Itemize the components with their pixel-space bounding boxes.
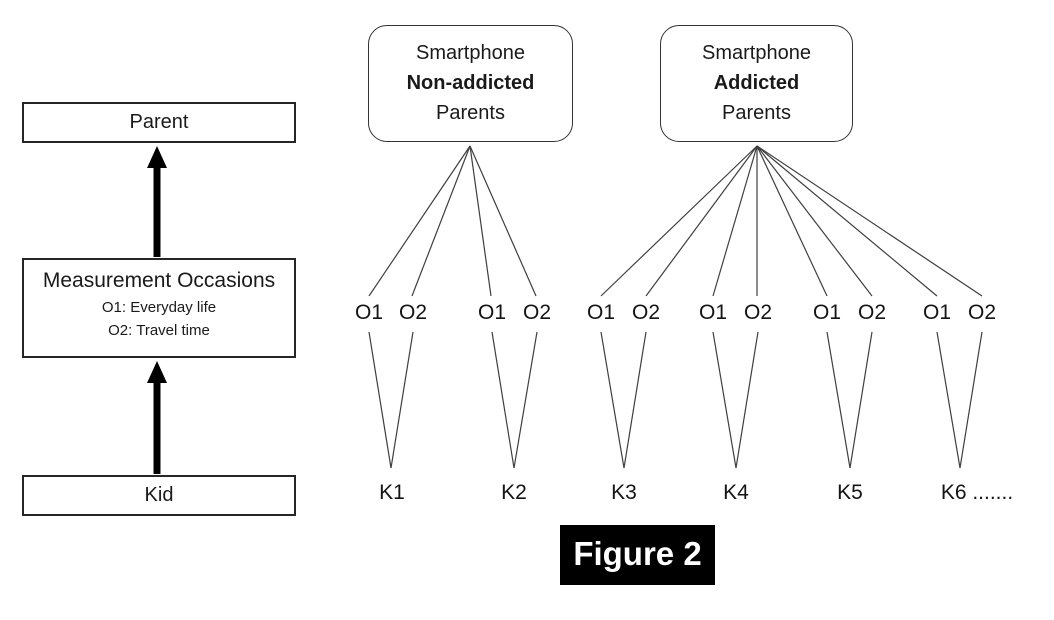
v-line-k2-o1 (491, 331, 515, 469)
kid-label-k1: K1 (379, 481, 405, 504)
non-addicted-line1: Smartphone (416, 42, 525, 64)
non-addicted-line3: Parents (436, 102, 505, 124)
v-line-k1-o1 (368, 331, 392, 469)
fan-line-group2-7 (756, 145, 938, 297)
occasion-label-k3-o2: O2 (631, 301, 661, 324)
kid-label-k6: K6 ....... (940, 481, 1014, 504)
fan-line-group2-3 (712, 145, 758, 297)
occasion-label-k4-o2: O2 (743, 301, 773, 324)
fan-line-group2-8 (756, 145, 983, 297)
fan-line-group2-6 (756, 145, 873, 297)
figure-caption: Figure 2 (560, 525, 715, 585)
addicted-line2: Addicted (713, 72, 800, 94)
v-line-k4-o1 (712, 331, 737, 469)
occasion-label-k1-o1: O1 (354, 301, 384, 324)
kid-label-k3: K3 (611, 481, 637, 504)
kid-label-k5: K5 (837, 481, 863, 504)
up-arrow-occasions-to-parent-head (147, 146, 167, 168)
fan-line-group2-1 (600, 145, 758, 297)
occasion-label-k2-o1: O1 (477, 301, 507, 324)
fan-line-group2-5 (756, 145, 828, 297)
v-line-k6-o1 (936, 331, 961, 469)
occasion-label-k5-o1: O1 (812, 301, 842, 324)
occasion-label-k6-o1: O1 (922, 301, 952, 324)
occasion-label-k1-o2: O2 (398, 301, 428, 324)
occasion-definition-o2: O2: Travel time (108, 322, 210, 339)
v-line-k3-o2 (623, 331, 647, 469)
v-line-k1-o2 (390, 331, 414, 469)
occasion-label-k3-o1: O1 (586, 301, 616, 324)
measurement-occasions-box: Measurement Occasions O1: Everyday life … (22, 258, 296, 358)
occasion-label-k4-o1: O1 (698, 301, 728, 324)
occasion-definition-o1: O1: Everyday life (101, 299, 217, 316)
addicted-parents-box: Smartphone Addicted Parents (660, 25, 853, 142)
v-line-k3-o1 (600, 331, 625, 469)
non-addicted-parents-box: Smartphone Non-addicted Parents (368, 25, 573, 142)
v-line-k5-o1 (826, 331, 851, 469)
v-line-k2-o2 (513, 331, 538, 469)
up-arrow-occasions-to-parent (147, 146, 167, 257)
addicted-line1: Smartphone (702, 42, 811, 64)
parent-box: Parent (22, 102, 296, 143)
kid-label-k4: K4 (723, 481, 749, 504)
kid-label-k2: K2 (501, 481, 527, 504)
measurement-occasions-title: Measurement Occasions (42, 269, 276, 292)
fan-line-group2-2 (645, 145, 758, 297)
fan-line-group1-4 (469, 145, 537, 297)
addicted-line3: Parents (722, 102, 791, 124)
v-line-k4-o2 (735, 331, 759, 469)
occasion-label-k2-o2: O2 (522, 301, 552, 324)
v-line-k6-o2 (959, 331, 983, 469)
v-line-k5-o2 (849, 331, 873, 469)
occasion-label-k5-o2: O2 (857, 301, 887, 324)
kid-box: Kid (22, 475, 296, 516)
fan-line-group1-3 (469, 145, 492, 297)
up-arrow-kid-to-occasions-head (147, 361, 167, 383)
up-arrow-kid-to-occasions (147, 361, 167, 474)
non-addicted-line2: Non-addicted (406, 72, 535, 94)
fan-line-group1-1 (368, 145, 471, 297)
occasion-label-k6-o2: O2 (967, 301, 997, 324)
fan-line-group1-2 (411, 145, 471, 297)
